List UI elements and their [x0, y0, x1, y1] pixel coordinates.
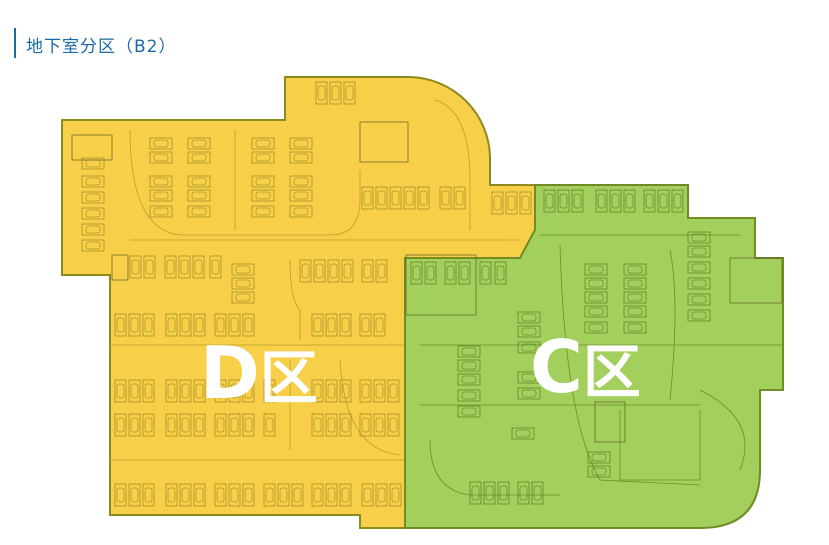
zone-c-letter: C — [530, 325, 583, 409]
zone-d-label: D区 — [200, 331, 318, 415]
zone-d-letter: D — [200, 331, 260, 415]
zone-c-label: C区 — [530, 325, 641, 409]
zone-d-suffix: 区 — [260, 344, 318, 412]
page-title: 地下室分区（B2） — [26, 37, 177, 57]
page-title-bar: 地下室分区（B2） — [14, 28, 276, 58]
zone-c-suffix: 区 — [583, 338, 641, 406]
